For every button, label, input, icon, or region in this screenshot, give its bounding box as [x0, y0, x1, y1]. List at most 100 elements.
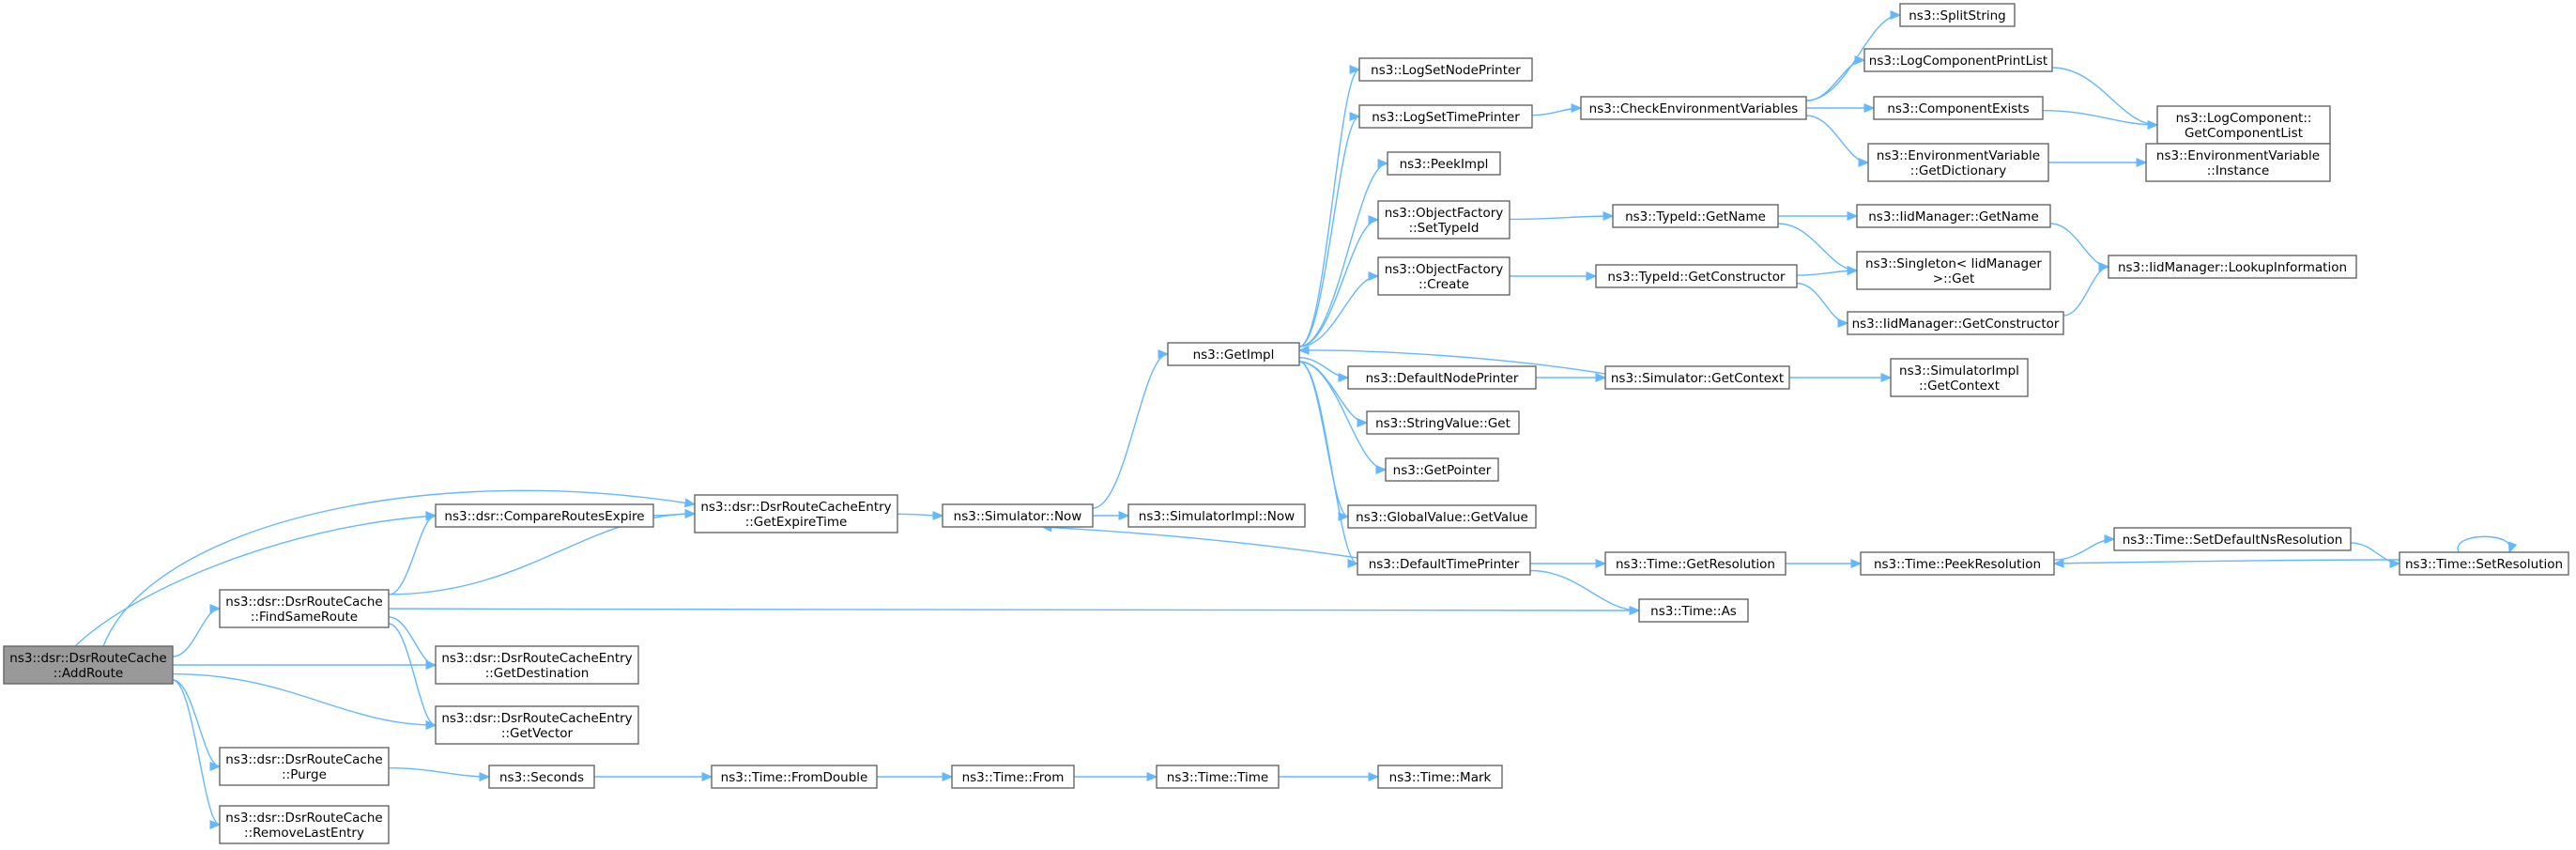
node-simimplctx[interactable]: ns3::SimulatorImpl::GetContext [1890, 358, 2029, 397]
node-box [1156, 765, 1280, 789]
node-box [1890, 358, 2029, 397]
node-strvalget[interactable]: ns3::StringValue::Get [1366, 410, 1520, 435]
node-label: GetComponentList [2185, 126, 2303, 141]
node-removelast[interactable]: ns3::dsr::DsrRouteCache::RemoveLastEntry [219, 805, 390, 844]
node-box [1860, 551, 2055, 576]
node-box [1377, 200, 1510, 240]
edge-checkenv-to-envvardict [1805, 115, 1870, 167]
edge-timesetdefns-to-timesetres [2350, 542, 2401, 568]
node-label: ns3::ComponentExists [1887, 101, 2029, 116]
node-timepeekres[interactable]: ns3::Time::PeekResolution [1860, 551, 2055, 576]
node-getvector[interactable]: ns3::dsr::DsrRouteCacheEntry::GetVector [435, 705, 639, 745]
node-purge[interactable]: ns3::dsr::DsrRouteCache::Purge [219, 747, 390, 786]
edge-line [1041, 526, 1358, 559]
node-deftimeprinter[interactable]: ns3::DefaultTimePrinter [1357, 551, 1531, 576]
node-timeas[interactable]: ns3::Time::As [1638, 598, 1749, 623]
node-fromdouble[interactable]: ns3::Time::FromDouble [711, 765, 878, 789]
node-singletonget[interactable]: ns3::Singleton< IidManager>::Get [1856, 251, 2051, 290]
edge-timegetres-to-timepeekres [1785, 559, 1863, 568]
node-simnow[interactable]: ns3::Simulator::Now [942, 503, 1094, 528]
edge-arrowhead [1349, 65, 1361, 74]
node-defnodeprinter[interactable]: ns3::DefaultNodePrinter [1347, 365, 1537, 390]
node-box [3, 645, 174, 685]
node-seconds[interactable]: ns3::Seconds [488, 765, 595, 789]
node-getdest[interactable]: ns3::dsr::DsrRouteCacheEntry::GetDestina… [435, 645, 639, 685]
edge-getimpl-to-peekimpl [1298, 159, 1389, 348]
node-getimpl[interactable]: ns3::GetImpl [1167, 342, 1300, 366]
node-box [1595, 264, 1798, 288]
node-box [435, 705, 639, 745]
node-typeidgetctor[interactable]: ns3::TypeId::GetConstructor [1595, 264, 1798, 288]
node-label: ns3::dsr::DsrRouteCache [225, 752, 382, 767]
node-timetime[interactable]: ns3::Time::Time [1156, 765, 1280, 789]
node-label: ns3::Seconds [499, 770, 584, 785]
node-label: ns3::DefaultTimePrinter [1369, 557, 1520, 572]
node-addroute[interactable]: ns3::dsr::DsrRouteCache::AddRoute [3, 645, 174, 685]
edge-findsame-to-compareexp [388, 511, 437, 595]
node-label: ns3::Time::PeekResolution [1874, 557, 2041, 572]
node-label: ns3::DefaultNodePrinter [1366, 371, 1519, 386]
node-peekimpl[interactable]: ns3::PeekImpl [1387, 151, 1501, 176]
node-logcompprint[interactable]: ns3::LogComponentPrintList [1863, 48, 2053, 72]
node-iidlookup[interactable]: ns3::IidManager::LookupInformation [2108, 255, 2357, 279]
node-compareexp[interactable]: ns3::dsr::CompareRoutesExpire [435, 503, 654, 528]
node-getpointer[interactable]: ns3::GetPointer [1385, 457, 1499, 482]
node-label: ns3::EnvironmentVariable [1877, 148, 2040, 163]
node-splitstring[interactable]: ns3::SplitString [1899, 3, 2016, 27]
edge-arrowhead [1837, 318, 1849, 328]
node-iidgetname[interactable]: ns3::IidManager::GetName [1856, 204, 2051, 228]
node-timesetres[interactable]: ns3::Time::SetResolution [2399, 551, 2569, 576]
edge-arrowhead [1858, 158, 1870, 167]
node-iidgetctor[interactable]: ns3::IidManager::GetConstructor [1847, 311, 2064, 335]
edge-line [1298, 219, 1379, 348]
node-label: ns3::Time::FromDouble [721, 770, 868, 785]
edges-layer [74, 10, 2518, 829]
edge-getimpl-to-ofsettypeid [1298, 215, 1380, 348]
node-ofsettypeid[interactable]: ns3::ObjectFactory::SetTypeId [1377, 200, 1510, 240]
node-timemark[interactable]: ns3::Time::Mark [1377, 765, 1503, 789]
node-label: ns3::dsr::DsrRouteCache [9, 651, 166, 666]
edge-line [2062, 266, 2109, 317]
edge-arrowhead [1850, 559, 1863, 568]
edge-arrowhead [1357, 418, 1369, 427]
node-timegetres[interactable]: ns3::Time::GetResolution [1604, 551, 1786, 576]
node-label: ns3::LogComponentPrintList [1869, 54, 2047, 69]
node-label: ns3::StringValue::Get [1375, 416, 1510, 431]
edge-line [388, 608, 1640, 611]
node-findsame[interactable]: ns3::dsr::DsrRouteCache::FindSameRoute [219, 589, 390, 628]
node-gvgetvalue[interactable]: ns3::GlobalValue::GetValue [1347, 504, 1537, 529]
node-getexpire[interactable]: ns3::dsr::DsrRouteCacheEntry::GetExpireT… [694, 494, 898, 533]
node-label: ::GetExpireTime [745, 515, 848, 530]
edge-line [1796, 282, 1848, 324]
edge-getimpl-to-getpointer [1298, 361, 1388, 474]
node-ofcreate[interactable]: ns3::ObjectFactory::Create [1377, 256, 1510, 296]
node-label: ns3::Simulator::Now [954, 509, 1082, 524]
node-simimplnow[interactable]: ns3::SimulatorImpl::Now [1127, 503, 1306, 528]
node-logtimeprinter[interactable]: ns3::LogSetTimePrinter [1358, 104, 1533, 129]
node-label: ns3::GetImpl [1193, 348, 1275, 363]
node-envvarinst[interactable]: ns3::EnvironmentVariable::Instance [2145, 143, 2331, 182]
edge-arrowhead [2389, 559, 2401, 568]
edge-line [1298, 69, 1360, 348]
node-label: ns3::PeekImpl [1400, 157, 1489, 172]
node-lognodeprinter[interactable]: ns3::LogSetNodePrinter [1358, 57, 1533, 82]
edge-timepeekres-to-timesetdefns [2053, 534, 2116, 561]
node-timefrom[interactable]: ns3::Time::From [951, 765, 1075, 789]
node-logcomplist[interactable]: ns3::LogComponent::GetComponentList [2156, 105, 2331, 145]
edge-typeidgetctor-to-singletonget [1796, 266, 1859, 276]
node-compexists[interactable]: ns3::ComponentExists [1873, 96, 2044, 120]
node-typeidgetname[interactable]: ns3::TypeId::GetName [1612, 204, 1779, 228]
node-timesetdefns[interactable]: ns3::Time::SetDefaultNsResolution [2113, 527, 2352, 551]
node-simgetctx[interactable]: ns3::Simulator::GetContext [1604, 365, 1790, 390]
edge-line [2042, 110, 2158, 126]
node-label: ns3::IidManager::GetName [1868, 209, 2039, 224]
edge-findsame-to-getvector [388, 623, 437, 730]
node-envvardict[interactable]: ns3::EnvironmentVariable::GetDictionary [1867, 143, 2049, 182]
edge-line [1298, 116, 1360, 348]
edge-line [2053, 559, 2400, 564]
edge-getimpl-to-defnodeprinter [1298, 357, 1350, 382]
node-checkenv[interactable]: ns3::CheckEnvironmentVariables [1580, 96, 1807, 120]
node-label: ns3::SimulatorImpl [1899, 363, 2019, 379]
edge-line [388, 515, 437, 595]
